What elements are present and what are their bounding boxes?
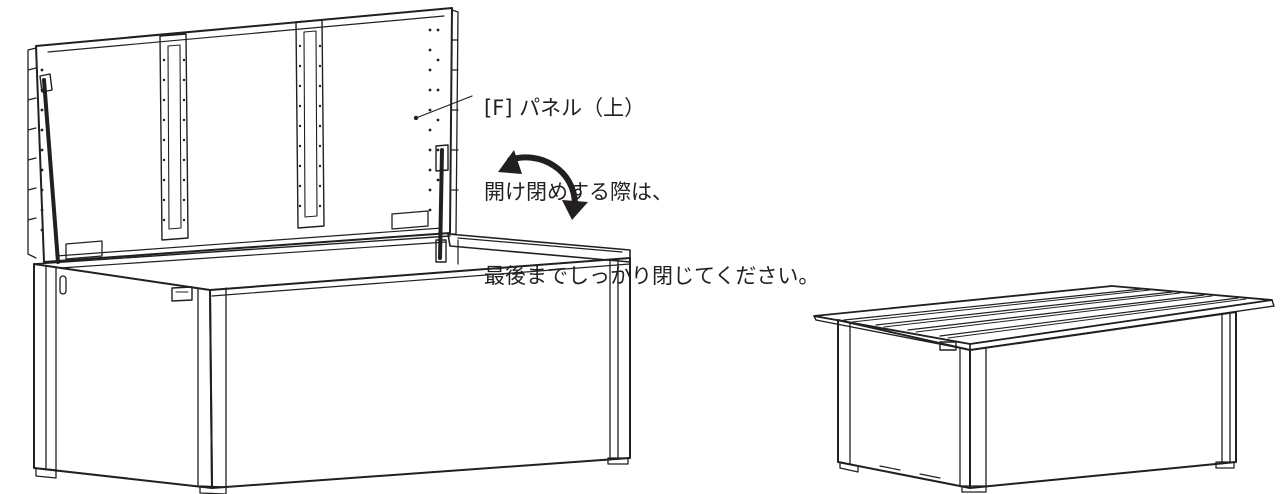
callout-line-3: 最後までしっかり閉じてください。 — [484, 264, 820, 288]
box-front-face — [33, 235, 631, 494]
lid-plate-right — [391, 210, 429, 230]
open-close-rotation-arrow-icon — [498, 150, 588, 220]
callout-leader — [413, 95, 473, 121]
closed-storage-box — [813, 285, 1275, 493]
callout-line-1: [F] パネル（上） — [484, 96, 646, 120]
gas-strut-left — [39, 73, 60, 264]
callout-text: [F] パネル（上） 開け閉めする際は、 最後までしっかり閉じてください。 — [484, 38, 819, 318]
lid-panel-open — [27, 7, 459, 264]
callout-line-2: 開け閉めする際は、 — [484, 180, 673, 204]
closed-box-latch — [939, 341, 957, 351]
lid-rail-right — [295, 19, 325, 229]
lid-rivets — [40, 28, 440, 232]
gas-strut-right — [435, 144, 449, 263]
lid-plate-left — [65, 240, 103, 260]
slat-top — [813, 285, 1275, 351]
open-storage-box — [27, 7, 631, 494]
front-latch — [171, 286, 193, 302]
lid-rail-left — [159, 33, 189, 241]
closed-box-body — [837, 311, 1237, 493]
